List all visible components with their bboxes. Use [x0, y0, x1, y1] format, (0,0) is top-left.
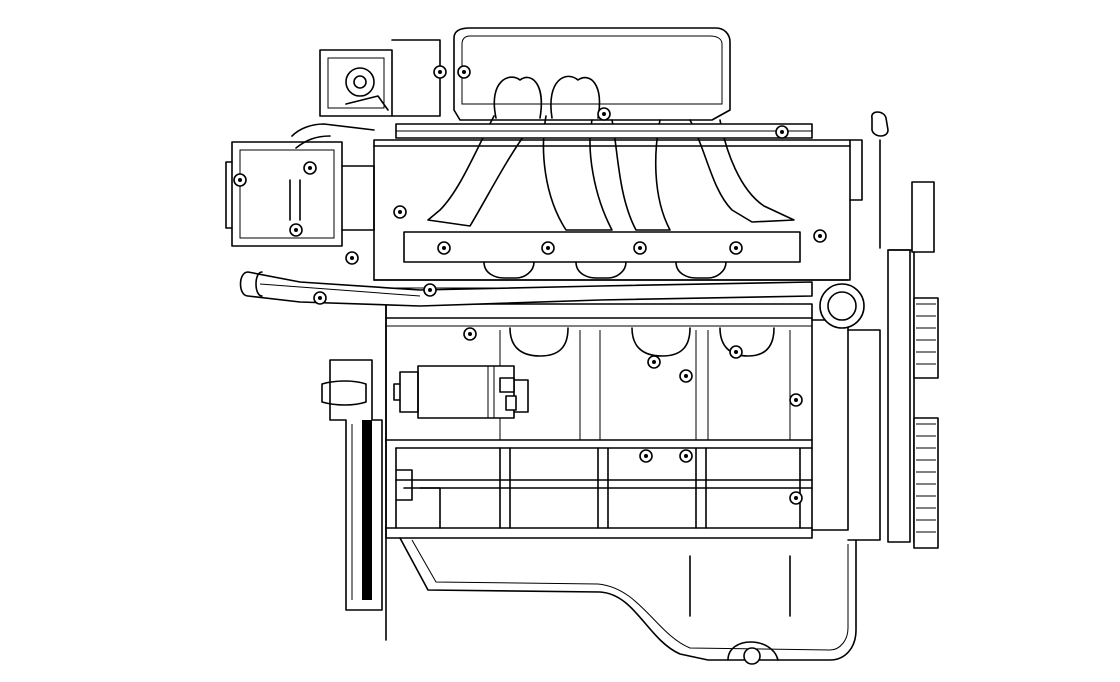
coolant-pipe — [239, 271, 813, 307]
flywheel-face — [362, 420, 372, 600]
bolt-center — [350, 256, 354, 260]
distributor-housing — [231, 141, 343, 247]
intake-runner-4 — [689, 119, 795, 223]
engine-block — [385, 303, 813, 539]
port-bolt-arch — [483, 261, 535, 279]
lower-left-boss — [395, 447, 413, 529]
bolt-center — [308, 166, 312, 170]
alternator-terminal — [499, 377, 515, 393]
coolant-pipe-end — [255, 271, 263, 297]
lower-left-boss — [419, 487, 441, 529]
intake-plenum-inner — [461, 35, 723, 105]
bolt-center — [644, 454, 648, 458]
block-side-panel — [811, 319, 849, 531]
block-right-step — [847, 329, 881, 541]
cylinder-bulge-3 — [719, 327, 775, 357]
bolt-center — [428, 288, 432, 292]
bolt-center — [438, 70, 442, 74]
bolt-center — [294, 228, 298, 232]
bolt-center — [734, 350, 738, 354]
bolt-center — [468, 332, 472, 336]
coolant-pipe-highlight — [259, 283, 421, 297]
flywheel-cone — [321, 380, 367, 406]
ignition-lead — [295, 135, 331, 149]
bolt-center — [780, 130, 784, 134]
cylinder-bulge-1 — [509, 327, 569, 357]
runner-bulb — [550, 75, 601, 119]
throttle-spindle-hub — [353, 75, 367, 89]
head-upper-ledge — [373, 139, 851, 147]
port-bolt-arch — [575, 261, 627, 279]
dipstick-handle — [871, 111, 889, 137]
oil-pan — [399, 537, 857, 661]
port-bolt-arch — [675, 261, 727, 279]
intake-runner-1 — [427, 115, 529, 227]
flywheel-housing — [329, 359, 383, 611]
manifold-flange — [403, 231, 801, 263]
bolt-center — [602, 112, 606, 116]
throttle-linkage — [345, 95, 389, 111]
crank-pulley-lower — [913, 417, 939, 549]
intake-plenum — [453, 27, 731, 121]
throttle-body-inner — [327, 57, 385, 109]
bolt-center — [462, 70, 466, 74]
intake-runner-3 — [611, 119, 671, 231]
distributor-slot — [289, 179, 301, 221]
ignition-lead — [291, 123, 375, 137]
bolt-center — [794, 496, 798, 500]
bolt-center — [652, 360, 656, 364]
bolt-center — [238, 178, 242, 182]
oil-filler-neck — [849, 139, 863, 201]
bolt-center — [794, 398, 798, 402]
bolt-center — [684, 374, 688, 378]
timing-cover — [887, 249, 911, 543]
intake-runner-2 — [542, 115, 613, 231]
drain-boss — [727, 641, 779, 661]
crank-pulley-upper — [913, 297, 939, 379]
runner-bulb — [493, 76, 543, 119]
bolt-center — [818, 234, 822, 238]
alternator-body — [417, 365, 515, 419]
cylinder-bulge-2 — [631, 327, 691, 357]
bolt-center — [546, 246, 550, 250]
throttle-cable-bracket — [391, 39, 441, 117]
drain-plug — [743, 647, 761, 665]
bolt-center — [442, 246, 446, 250]
oil-pan-inner — [411, 539, 849, 651]
distributor-inner — [239, 149, 335, 239]
bolt-center — [398, 210, 402, 214]
distributor-cap-ribs — [225, 161, 233, 229]
thermostat-outlet — [827, 291, 857, 321]
bolt-center — [684, 454, 688, 458]
camshaft-pulley — [911, 181, 935, 253]
bolt-center — [638, 246, 642, 250]
alternator-bracket — [513, 379, 529, 413]
bolt-center — [734, 246, 738, 250]
alternator-flange — [393, 383, 401, 401]
distributor-neck — [341, 165, 375, 231]
alternator-end-cap — [399, 371, 419, 413]
bolt-center — [318, 296, 322, 300]
throttle-body — [319, 49, 393, 117]
alternator-terminal — [505, 395, 517, 411]
